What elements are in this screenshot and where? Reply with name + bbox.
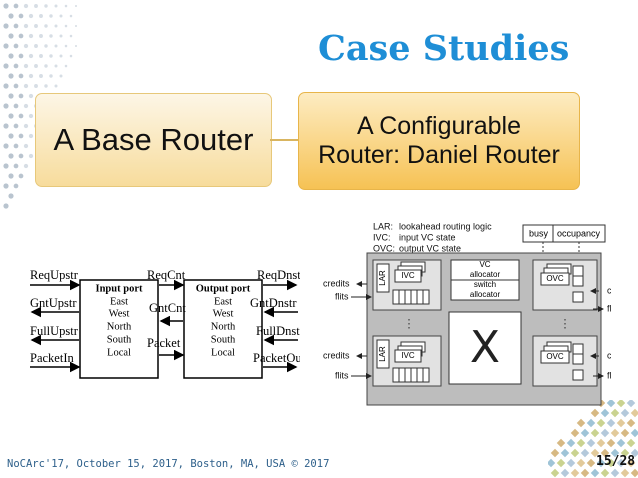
- lar-top: [376, 263, 390, 293]
- credits-in-top: credits: [323, 278, 350, 288]
- signal-gnt-dnstr: GntDnstr: [250, 296, 297, 310]
- flit-buffer-bottom: [392, 367, 430, 383]
- signal-packet-in: PacketIn: [30, 351, 74, 365]
- switch-allocator-block: [450, 279, 520, 301]
- flits-in-bottom: flits: [335, 370, 349, 380]
- ivc-top: [394, 269, 422, 283]
- box-connector-line: [270, 139, 298, 141]
- output-dir-north: North: [211, 321, 236, 332]
- slide-footer: NoCArc'17, October 15, 2017, Boston, MA,…: [7, 458, 330, 470]
- flits-in-top: flits: [335, 291, 349, 301]
- ivc-top-label: IVC: [401, 271, 415, 280]
- signal-gnt-upstr: GntUpstr: [30, 296, 77, 310]
- base-router-label: A Base Router: [53, 122, 254, 157]
- legend-lar-desc: lookahead routing logic: [399, 221, 492, 231]
- input-port-title: Input port: [96, 283, 143, 294]
- output-dir-south: South: [211, 334, 236, 345]
- legend-ivc-key: IVC:: [373, 232, 391, 242]
- vc-allocator-line2: allocator: [470, 270, 501, 279]
- ovc-top-label: OVC: [546, 274, 564, 283]
- state-box: [522, 224, 606, 243]
- input-dir-north: North: [107, 321, 132, 332]
- state-busy: busy: [529, 228, 549, 238]
- vertical-dots-left: ⋮: [403, 317, 415, 331]
- state-occupancy: occupancy: [557, 228, 601, 238]
- configurable-router-label-line1: A Configurable: [356, 112, 521, 141]
- flit-buffer-top: [392, 289, 430, 305]
- configurable-router-label-line2: Router: Daniel Router: [318, 141, 560, 169]
- output-dir-local: Local: [211, 347, 235, 358]
- output-dir-east: East: [214, 296, 232, 307]
- slide-title: Case Studies: [318, 28, 570, 69]
- signal-packet-out: PacketOut: [253, 351, 300, 365]
- input-dir-west: West: [109, 308, 130, 319]
- legend-ivc-desc: input VC state: [399, 232, 456, 242]
- switch-allocator-line1: switch: [474, 280, 496, 289]
- input-dir-south: South: [107, 334, 132, 345]
- configurable-router-box: A Configurable Router: Daniel Router: [298, 92, 580, 190]
- credits-out-bottom: credits: [607, 350, 611, 360]
- signal-req-dnstr: ReqDnstr: [257, 268, 300, 282]
- signal-req-cnt: ReqCnt: [147, 268, 186, 282]
- input-dir-east: East: [110, 296, 128, 307]
- crossbar-block: [448, 311, 522, 385]
- signal-full-upstr: FullUpstr: [30, 324, 79, 338]
- signal-packet: Packet: [147, 336, 181, 350]
- lar-top-label: LAR: [378, 270, 387, 286]
- crossbar-label: X: [470, 322, 500, 373]
- page-number: 15/28: [596, 454, 636, 469]
- legend-lar-key: LAR:: [373, 221, 393, 231]
- lar-bottom-label: LAR: [378, 346, 387, 362]
- output-port-title: Output port: [196, 283, 251, 294]
- daniel-router-diagram: LAR: lookahead routing logic IVC: input …: [323, 221, 611, 406]
- ovc-top: [540, 272, 570, 286]
- credits-in-bottom: credits: [323, 350, 350, 360]
- signal-gnt-cnt: GntCnt: [149, 301, 186, 315]
- signal-req-upstr: ReqUpstr: [30, 268, 79, 282]
- ovc-bottom: [540, 350, 570, 364]
- base-router-box: A Base Router: [35, 93, 272, 187]
- legend-ovc-desc: output VC state: [399, 243, 461, 253]
- output-port-block: [183, 279, 263, 379]
- base-router-diagram: Input port Output port East West North S…: [30, 268, 300, 379]
- ivc-bottom-label: IVC: [401, 351, 415, 360]
- input-port-block: [79, 279, 159, 379]
- output-dir-west: West: [213, 308, 234, 319]
- input-dir-local: Local: [107, 347, 131, 358]
- credits-out-top: credits: [607, 285, 611, 295]
- flits-out-bottom: flits: [607, 370, 611, 380]
- ivc-bottom: [394, 349, 422, 363]
- vc-allocator-line1: VC: [479, 260, 490, 269]
- legend-ovc-key: OVC:: [373, 243, 395, 253]
- vertical-dots-right: ⋮: [559, 317, 571, 331]
- ovc-bottom-label: OVC: [546, 352, 564, 361]
- switch-allocator-line2: allocator: [470, 290, 501, 299]
- signal-full-dnstr: FullDnstr: [256, 324, 300, 338]
- flits-out-top: flits: [607, 303, 611, 313]
- lar-bottom: [376, 339, 390, 369]
